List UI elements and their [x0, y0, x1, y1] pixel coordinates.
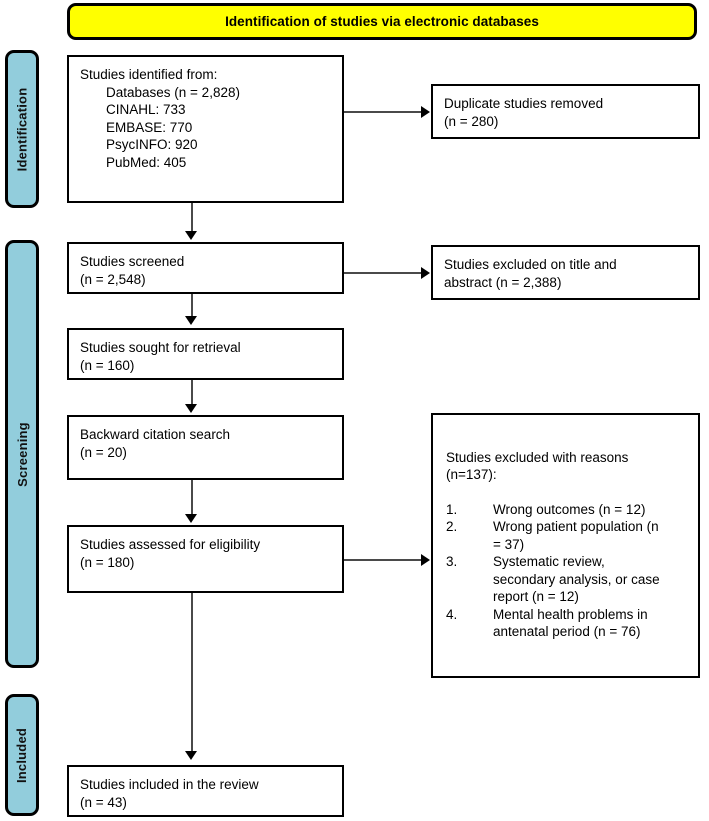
- stage-label-identification: Identification: [5, 50, 39, 208]
- studies-identified-heading: Studies identified from:: [80, 67, 218, 82]
- duplicates-removed-count: (n = 280): [444, 113, 499, 129]
- arrowhead-identified-to-screened: [185, 231, 197, 240]
- arrowhead-assessed-to-excluded-reasons: [421, 554, 430, 566]
- stage-label-screening-text: Screening: [14, 421, 30, 487]
- studies-screened-count: (n = 2,548): [80, 271, 146, 287]
- connector-screened-to-excluded: [344, 272, 422, 274]
- excluded-reason-item: 4. Mental health problems in antenatal p…: [446, 606, 688, 641]
- included-review-count: (n = 43): [80, 794, 127, 810]
- duplicates-removed-label: Duplicate studies removed: [444, 96, 604, 111]
- assessed-eligibility-label: Studies assessed for eligibility: [80, 537, 261, 552]
- arrowhead-assessed-to-included: [185, 751, 197, 760]
- diagram-title-text: Identification of studies via electronic…: [225, 14, 539, 29]
- box-backward-citation-search: Backward citation search (n = 20): [67, 415, 344, 480]
- studies-identified-source-pubmed: PubMed: 405: [106, 154, 187, 170]
- studies-screened-label: Studies screened: [80, 254, 185, 269]
- backward-citation-count: (n = 20): [80, 444, 127, 460]
- box-included-in-review: Studies included in the review (n = 43): [67, 765, 344, 817]
- excluded-reason-text: Mental health problems in antenatal peri…: [493, 606, 648, 640]
- excluded-reason-item: 2. Wrong patient population (n = 37): [446, 518, 688, 553]
- excluded-reasons-heading-line2: (n=137):: [446, 467, 497, 483]
- excluded-reason-text: Wrong outcomes (n = 12): [493, 501, 646, 517]
- sought-for-retrieval-count: (n = 160): [80, 357, 135, 373]
- excluded-title-abstract-label: Studies excluded on title and: [444, 257, 617, 272]
- arrowhead-screened-to-excluded: [421, 267, 430, 279]
- studies-identified-source-psycinfo: PsycINFO: 920: [106, 137, 198, 153]
- arrowhead-screened-to-sought: [185, 316, 197, 325]
- excluded-reasons-heading: Studies excluded with reasons (n=137):: [446, 449, 688, 484]
- box-excluded-with-reasons: Studies excluded with reasons (n=137): 1…: [431, 413, 700, 678]
- diagram-title-banner: Identification of studies via electronic…: [67, 3, 697, 40]
- excluded-reason-number: 1.: [446, 501, 458, 517]
- connector-assessed-to-excluded-reasons: [344, 559, 422, 561]
- box-sought-for-retrieval: Studies sought for retrieval (n = 160): [67, 328, 344, 380]
- excluded-reasons-heading-line1: Studies excluded with reasons: [446, 450, 629, 465]
- excluded-reason-text: Wrong patient population (n = 37): [493, 519, 659, 552]
- connector-sought-to-backward: [191, 380, 193, 406]
- sought-for-retrieval-label: Studies sought for retrieval: [80, 340, 241, 355]
- arrowhead-identified-to-duplicates: [421, 106, 430, 118]
- box-excluded-title-abstract: Studies excluded on title and abstract (…: [431, 245, 700, 300]
- connector-assessed-to-included: [191, 593, 193, 753]
- excluded-reason-item: 1. Wrong outcomes (n = 12): [446, 501, 688, 519]
- backward-citation-label: Backward citation search: [80, 427, 231, 442]
- connector-identified-to-duplicates: [344, 111, 422, 113]
- studies-identified-source-databases: Databases (n = 2,828): [106, 84, 240, 100]
- assessed-eligibility-count: (n = 180): [80, 554, 135, 570]
- excluded-reason-item: 3. Systematic review, secondary analysis…: [446, 553, 688, 606]
- stage-label-included: Included: [5, 694, 39, 816]
- connector-identified-to-screened: [191, 203, 193, 233]
- box-studies-identified: Studies identified from: Databases (n = …: [67, 55, 344, 203]
- excluded-reason-number: 4.: [446, 606, 458, 622]
- studies-identified-source-embase: EMBASE: 770: [106, 119, 193, 135]
- studies-identified-source-cinahl: CINAHL: 733: [106, 102, 186, 118]
- stage-label-screening: Screening: [5, 240, 39, 668]
- box-studies-screened: Studies screened (n = 2,548): [67, 242, 344, 294]
- connector-backward-to-assessed: [191, 480, 193, 516]
- box-duplicates-removed: Duplicate studies removed (n = 280): [431, 84, 700, 139]
- excluded-reason-number: 2.: [446, 519, 458, 535]
- excluded-reason-text: Systematic review, secondary analysis, o…: [493, 554, 660, 605]
- included-review-label: Studies included in the review: [80, 777, 259, 792]
- box-assessed-for-eligibility: Studies assessed for eligibility (n = 18…: [67, 525, 344, 593]
- connector-screened-to-sought: [191, 294, 193, 318]
- excluded-reason-number: 3.: [446, 554, 458, 570]
- arrowhead-backward-to-assessed: [185, 514, 197, 523]
- stage-label-identification-text: Identification: [14, 87, 30, 171]
- stage-label-included-text: Included: [14, 727, 30, 783]
- arrowhead-sought-to-backward: [185, 404, 197, 413]
- excluded-title-abstract-count: abstract (n = 2,388): [444, 274, 562, 290]
- excluded-reasons-list: 1. Wrong outcomes (n = 12) 2. Wrong pati…: [446, 501, 688, 641]
